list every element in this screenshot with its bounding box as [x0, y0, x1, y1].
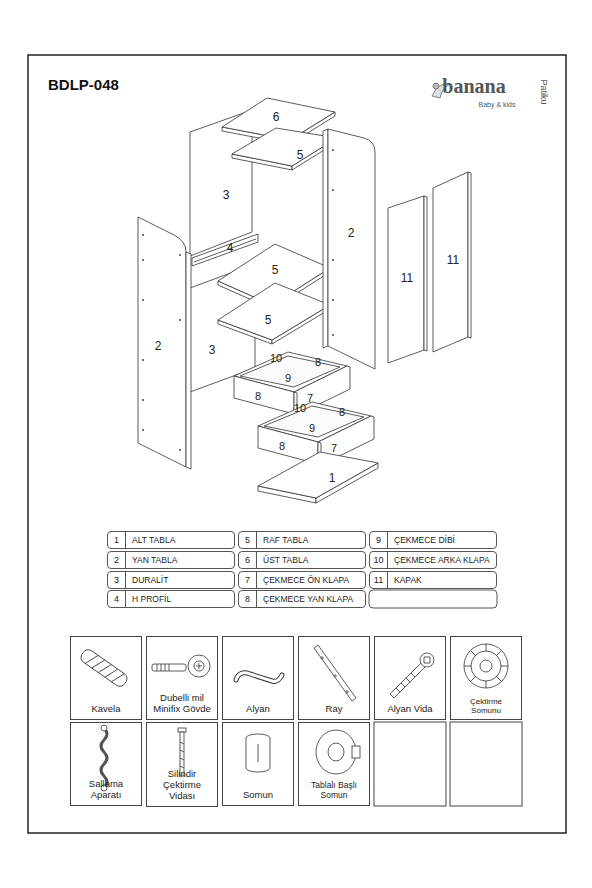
callout-number: 9 — [309, 423, 315, 434]
parts-list-row: 3DURALİT — [107, 571, 235, 589]
part-number: 11 — [370, 572, 388, 588]
callout-number: 7 — [331, 443, 337, 454]
callout-number: 8 — [339, 407, 345, 418]
hardware-box: Ray — [298, 636, 370, 720]
callout-number: 10 — [270, 353, 282, 364]
hardware-name: Silindir Çektirme Vidası — [147, 767, 217, 806]
part-name: ÇEKMECE ÖN KLAPA — [257, 572, 349, 588]
callout-number: 3 — [209, 344, 216, 356]
logo-text: Patiku — [539, 79, 548, 104]
hardware-box: Kavela — [70, 636, 142, 720]
part-number: 4 — [108, 591, 126, 607]
part-number: 6 — [239, 552, 257, 568]
hardware-name: Dubelli mil Minifix Gövde — [147, 691, 217, 719]
part-name: KAPAK — [388, 572, 422, 588]
parts-list-row: 5RAF TABLA — [238, 531, 366, 549]
part-name: ÇEKMECE ARKA KLAPA — [388, 552, 490, 568]
part-name: ALT TABLA — [126, 532, 175, 548]
hardware-name: Somun — [240, 788, 276, 805]
parts-list-row: 9ÇEKMECE DİBİ — [369, 531, 497, 549]
hardware-box: Tablalı Başlı Somun — [298, 722, 370, 806]
parts-list-row: 4H PROFİL — [107, 590, 235, 608]
hardware-name: Kavela — [88, 702, 123, 719]
hardware-box: Çektirme Somunu — [450, 636, 522, 720]
logo-text: Baby & kids — [479, 101, 516, 108]
part-name: YAN TABLA — [126, 552, 177, 568]
empty-table-cell — [369, 590, 497, 608]
empty-hardware-box — [450, 722, 522, 806]
parts-list-row: 2YAN TABLA — [107, 551, 235, 569]
callout-number: 4 — [227, 242, 234, 254]
hardware-name: Sallama Aparatı — [71, 777, 141, 805]
callout-number: 3 — [223, 189, 230, 201]
callout-number: 9 — [285, 373, 291, 384]
page-frame — [28, 55, 566, 833]
callout-number: 6 — [273, 111, 280, 123]
part-name: RAF TABLA — [257, 532, 309, 548]
hardware-box: Dubelli mil Minifix Gövde — [146, 636, 218, 720]
hardware-box: Sallama Aparatı — [70, 722, 142, 806]
part-name: ÜST TABLA — [257, 552, 308, 568]
callout-number: 10 — [294, 403, 306, 414]
callout-number: 5 — [265, 314, 272, 326]
logo-text: banana — [442, 76, 505, 96]
part-name: ÇEKMECE DİBİ — [388, 532, 455, 548]
part-number: 7 — [239, 572, 257, 588]
part-number: 9 — [370, 532, 388, 548]
parts-list-row: 10ÇEKMECE ARKA KLAPA — [369, 551, 497, 569]
callout-number: 2 — [348, 227, 355, 239]
part-name: DURALİT — [126, 572, 168, 588]
callout-number: 11 — [401, 272, 413, 284]
hardware-name: Alyan — [243, 702, 273, 719]
model-title: BDLP-048 — [48, 76, 119, 93]
hardware-name: Çektirme Somunu — [451, 695, 521, 719]
parts-list-row: 11KAPAK — [369, 571, 497, 589]
callout-number: 8 — [279, 441, 285, 452]
parts-list-row: 1ALT TABLA — [107, 531, 235, 549]
callout-number: 1 — [329, 472, 336, 484]
hardware-name: Tablalı Başlı Somun — [299, 779, 369, 805]
callout-number: 11 — [447, 254, 459, 266]
part-number: 2 — [108, 552, 126, 568]
parts-list-row: 7ÇEKMECE ÖN KLAPA — [238, 571, 366, 589]
hardware-name: Alyan Vida — [384, 702, 435, 719]
part-number: 5 — [239, 532, 257, 548]
part-name: ÇEKMECE YAN KLAPA — [257, 591, 353, 607]
part-number: 8 — [239, 591, 257, 607]
hardware-name: Ray — [323, 702, 346, 719]
callout-number: 2 — [155, 340, 162, 352]
part-name: H PROFİL — [126, 591, 171, 607]
parts-list-row: 6ÜST TABLA — [238, 551, 366, 569]
hardware-box: Alyan — [222, 636, 294, 720]
exploded-view — [138, 98, 471, 503]
empty-hardware-box — [374, 722, 446, 806]
hardware-box: Somun — [222, 722, 294, 806]
callout-number: 5 — [297, 149, 304, 161]
callout-number: 5 — [272, 264, 279, 276]
callout-number: 8 — [315, 357, 321, 368]
part-number: 1 — [108, 532, 126, 548]
callout-number: 7 — [307, 393, 313, 404]
hardware-box: Alyan Vida — [374, 636, 446, 720]
part-number: 10 — [370, 552, 388, 568]
part-number: 3 — [108, 572, 126, 588]
hardware-box: Silindir Çektirme Vidası — [146, 722, 218, 807]
callout-number: 8 — [255, 391, 261, 402]
parts-list-row: 8ÇEKMECE YAN KLAPA — [238, 590, 366, 608]
